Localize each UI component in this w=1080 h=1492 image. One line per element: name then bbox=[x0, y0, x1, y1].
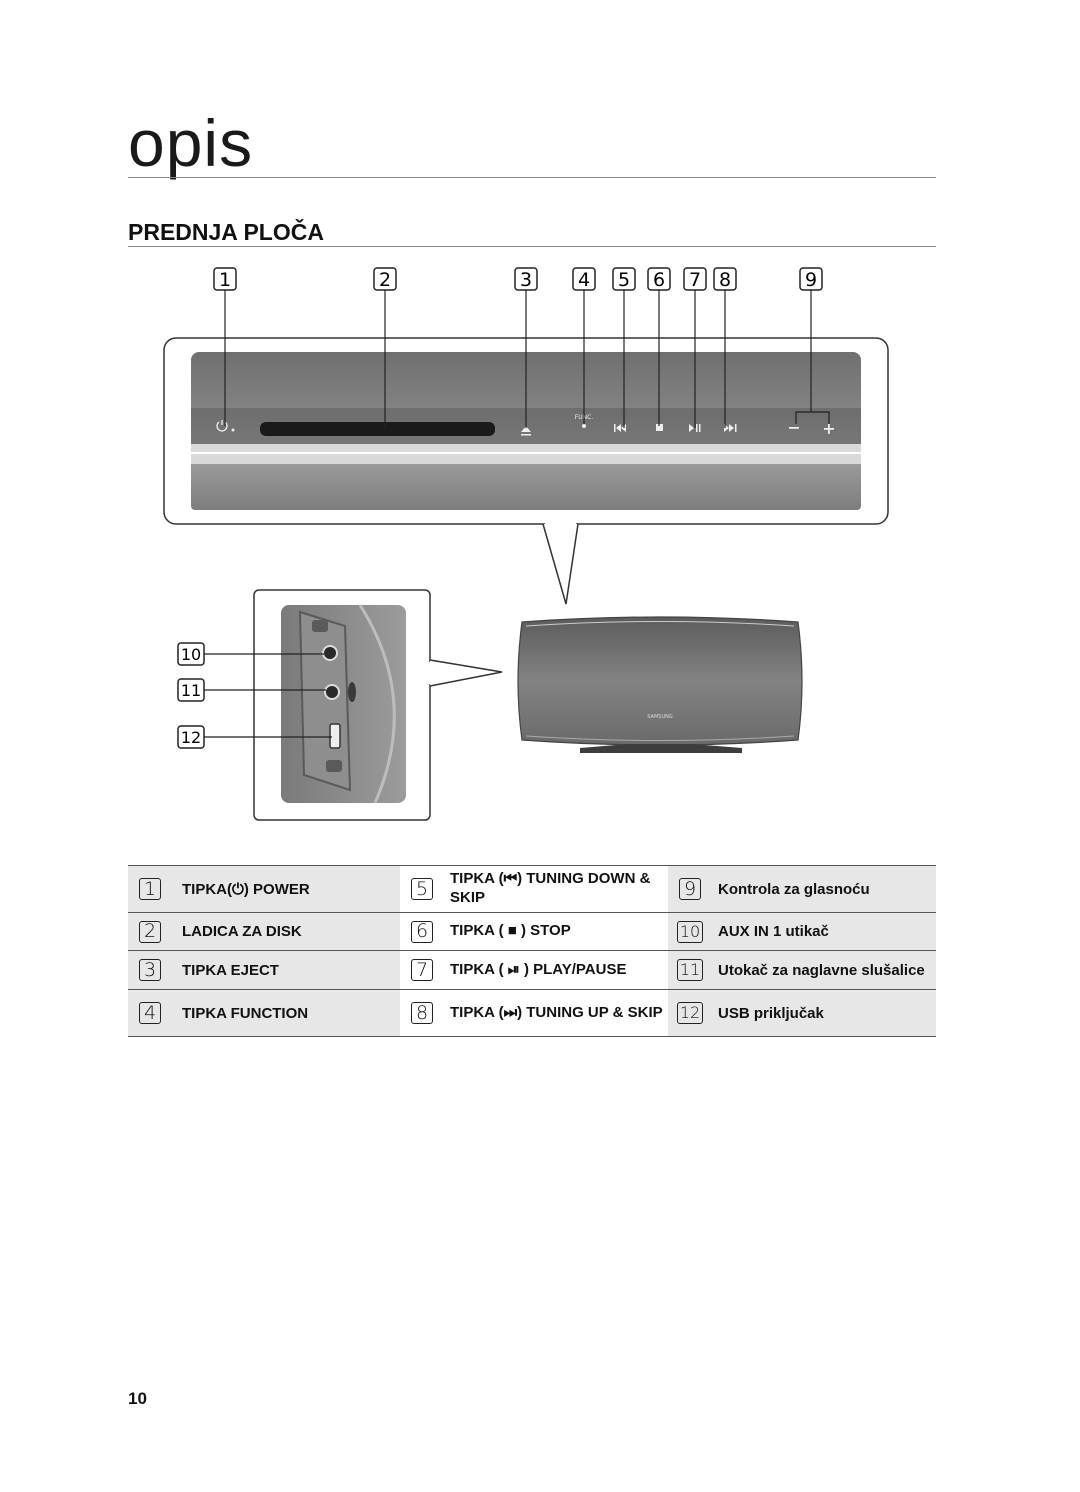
inset-pointer bbox=[429, 659, 503, 687]
disc-slot bbox=[260, 422, 495, 436]
leader-lines-side bbox=[204, 653, 332, 738]
callout-4: 4 bbox=[572, 267, 596, 291]
function-button bbox=[582, 424, 586, 428]
callout-12: 12 bbox=[177, 725, 205, 749]
callout-row: 1 2 3 4 5 6 7 8 9 bbox=[213, 267, 823, 291]
callout-7: 7 bbox=[683, 267, 707, 291]
callout-8: 8 bbox=[713, 267, 737, 291]
power-icon bbox=[216, 420, 228, 432]
item-label: LADICA ZA DISK bbox=[172, 912, 400, 951]
stop-icon bbox=[656, 424, 663, 431]
callout-5: 5 bbox=[612, 267, 636, 291]
main-unit: SAMSUNG bbox=[517, 616, 803, 753]
item-number: 7 bbox=[411, 959, 433, 981]
item-number: 11 bbox=[677, 959, 703, 981]
section-rule bbox=[128, 246, 936, 247]
item-label: TIPKA(⏻) POWER bbox=[172, 865, 400, 913]
side-panel-photo bbox=[281, 604, 406, 804]
table-row: 2 LADICA ZA DISK 6 TIPKA ( ■ ) STOP 10 A… bbox=[128, 912, 936, 951]
item-number: 12 bbox=[677, 1002, 703, 1024]
item-label: TIPKA (⏮) TUNING DOWN & SKIP bbox=[450, 870, 651, 906]
play-pause-icon bbox=[689, 424, 701, 432]
item-number: 10 bbox=[677, 920, 703, 943]
usb-port bbox=[329, 723, 341, 749]
volume-minus-icon bbox=[789, 427, 799, 429]
callout-1: 1 bbox=[213, 267, 237, 291]
callout-10: 10 bbox=[177, 642, 205, 666]
eject-icon bbox=[521, 426, 531, 436]
callout-3-label: 3 bbox=[520, 269, 532, 291]
item-label: TIPKA FUNCTION bbox=[172, 989, 400, 1037]
table-row: 4 TIPKA FUNCTION 8 TIPKA (⏭) TUNING UP &… bbox=[128, 989, 936, 1037]
item-number: 6 bbox=[411, 920, 433, 943]
item-number: 1 bbox=[139, 878, 161, 900]
callout-12-label: 12 bbox=[181, 728, 201, 747]
pointer-arrow bbox=[542, 523, 579, 605]
item-label: USB priključak bbox=[712, 989, 936, 1037]
page-number: 10 bbox=[128, 1389, 147, 1408]
callout-9-label: 9 bbox=[805, 269, 817, 291]
headphone-jack bbox=[324, 684, 340, 700]
callout-2-label: 2 bbox=[379, 269, 391, 291]
item-label: Utokač za naglavne slušalice bbox=[712, 950, 936, 990]
item-number: 4 bbox=[139, 1002, 161, 1024]
callout-6: 6 bbox=[647, 267, 671, 291]
brand-label: SAMSUNG bbox=[647, 714, 673, 720]
callout-7-label: 7 bbox=[689, 269, 701, 291]
heading-rule bbox=[128, 177, 936, 178]
item-number: 9 bbox=[679, 878, 701, 900]
callout-8-label: 8 bbox=[719, 269, 731, 291]
page-heading: opis bbox=[128, 106, 254, 180]
callout-3: 3 bbox=[514, 267, 538, 291]
section-title: PREDNJA PLOČA bbox=[128, 219, 324, 245]
unit-stand bbox=[580, 744, 742, 753]
table-row: 1 TIPKA(⏻) POWER 5 TIPKA (⏮) TUNING DOWN… bbox=[128, 865, 936, 913]
callout-10-label: 10 bbox=[181, 645, 201, 664]
item-label: TIPKA ( ■ ) STOP bbox=[450, 922, 571, 940]
leader-lines-top bbox=[224, 290, 830, 428]
callout-9: 9 bbox=[799, 267, 823, 291]
item-label: Kontrola za glasnoću bbox=[712, 865, 936, 913]
item-number: 5 bbox=[411, 878, 433, 900]
front-panel-illustration: 1 2 3 4 5 6 7 8 9 FUNC. bbox=[163, 267, 889, 821]
item-number: 8 bbox=[411, 1002, 433, 1024]
callout-11-label: 11 bbox=[181, 681, 201, 700]
item-label: AUX IN 1 utikač bbox=[712, 912, 936, 951]
callout-2: 2 bbox=[373, 267, 397, 291]
front-panel: FUNC. bbox=[191, 352, 861, 510]
item-label: TIPKA ( ⏯ ) PLAY/PAUSE bbox=[450, 960, 627, 978]
item-label: TIPKA EJECT bbox=[172, 950, 400, 990]
item-number: 2 bbox=[139, 920, 161, 943]
item-label: TIPKA (⏭) TUNING UP & SKIP bbox=[450, 1003, 663, 1021]
callout-11: 11 bbox=[177, 678, 205, 702]
callout-4-label: 4 bbox=[578, 269, 590, 291]
callout-1-label: 1 bbox=[219, 269, 231, 291]
callout-6-label: 6 bbox=[653, 269, 665, 291]
item-number: 3 bbox=[139, 959, 161, 981]
aux-jack bbox=[322, 645, 338, 661]
callout-5-label: 5 bbox=[618, 269, 630, 291]
parts-table: 1 TIPKA(⏻) POWER 5 TIPKA (⏮) TUNING DOWN… bbox=[128, 865, 936, 1037]
table-row: 3 TIPKA EJECT 7 TIPKA ( ⏯ ) PLAY/PAUSE 1… bbox=[128, 950, 936, 990]
volume-plus-icon bbox=[824, 424, 834, 434]
